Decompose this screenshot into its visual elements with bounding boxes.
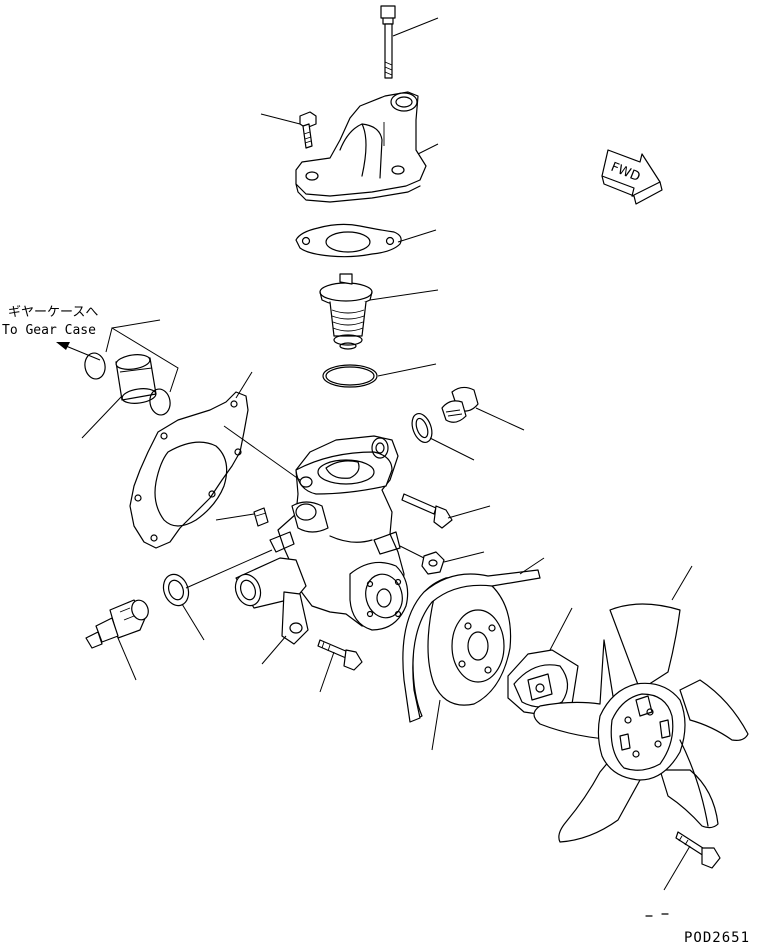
leader-fan: [671, 565, 693, 601]
leader-seal-link: [185, 549, 273, 589]
gear-case-arrow-icon: [56, 342, 101, 361]
leader-fan-bolt: [663, 845, 691, 891]
leader-washer: [429, 437, 475, 461]
leader-pump-body-b: [261, 635, 287, 665]
leader-pump-bolt-b: [319, 651, 335, 693]
gear-case-label-jp: ギヤーケースへ: [8, 305, 98, 320]
cooling-fan: [533, 603, 749, 843]
baseline-mark: [645, 913, 669, 917]
thermostat: [319, 273, 373, 350]
leader-gasket: [397, 229, 437, 243]
temperature-sensor: [85, 599, 149, 649]
leader-seal: [181, 603, 205, 641]
leader-bolt-long: [392, 17, 439, 37]
leader-belt: [519, 557, 545, 575]
bypass-pipe-o-ring-2: [149, 388, 171, 416]
fwd-arrow-icon: FWD: [601, 149, 663, 205]
housing-gasket: [295, 223, 402, 258]
leader-stud: [399, 545, 425, 559]
leader-housing: [417, 143, 439, 155]
leader-drain-plug: [475, 407, 525, 431]
pump-bolt-b: [317, 639, 363, 671]
leader-pump-gasket: [235, 371, 253, 399]
thermostat-o-ring: [322, 364, 378, 388]
thermostat-housing-bolt-long: [380, 5, 396, 79]
leader-sensor: [117, 637, 137, 681]
water-pump-body: [234, 435, 409, 645]
drain-plug-washer: [411, 412, 433, 444]
leader-pump-nut: [443, 551, 485, 563]
thermostat-housing: [295, 91, 427, 203]
leader-spacer: [549, 607, 573, 651]
pump-nut: [421, 551, 445, 575]
leader-o-ring: [377, 363, 437, 377]
thermostat-housing-bolt-short: [299, 111, 317, 149]
leader-o-ring-group-tail: [111, 319, 161, 329]
leader-bolt-short: [260, 113, 301, 125]
drain-plug: [441, 386, 479, 423]
leader-pump-plug: [215, 513, 255, 521]
leader-pump-bolt-a: [447, 505, 491, 519]
leader-o-ring-group: [105, 327, 179, 393]
leader-thermostat: [369, 289, 439, 301]
fan-bolt: [675, 831, 721, 869]
pump-bolt-a: [401, 493, 453, 529]
bypass-pipe: [115, 354, 157, 404]
drawing-code: POD2651: [684, 930, 750, 946]
fan-spacer: [507, 649, 579, 717]
pump-plug: [253, 507, 269, 527]
bypass-pipe-o-ring-1: [84, 352, 106, 380]
leader-pipe: [81, 395, 123, 439]
gear-case-label-en: To Gear Case: [2, 323, 96, 338]
leader-pulley: [431, 699, 441, 751]
oil-seal: [162, 573, 190, 607]
v-belt: [402, 569, 541, 723]
water-pump-gasket: [129, 391, 249, 549]
leader-pump-body-a: [223, 425, 301, 481]
